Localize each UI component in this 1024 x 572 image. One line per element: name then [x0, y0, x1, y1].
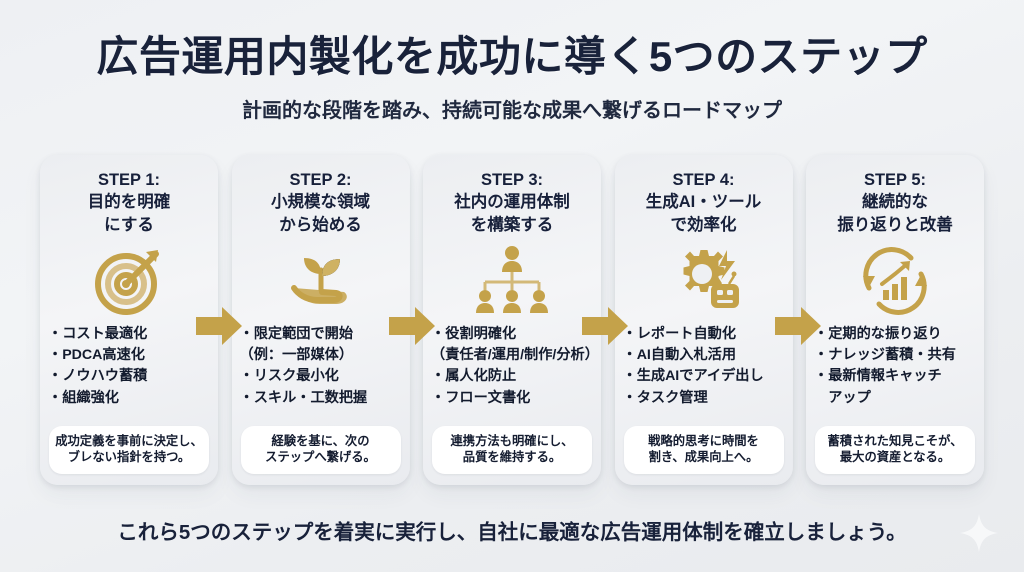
step-card-4[interactable]: STEP 4: 生成AI・ツール で効率化 ・レポート自動化 ・AI自動入札活用 [614, 155, 793, 485]
step-card-2[interactable]: STEP 2: 小規模な領域 から始める ・限定範団で開始 （例：一部媒体） ・… [231, 155, 410, 485]
org-chart-icon [469, 242, 555, 320]
list-item: ・属人化防止 [431, 368, 517, 385]
sprout-in-hand-icon [284, 242, 358, 320]
list-item: ・タスク管理 [622, 389, 708, 406]
page-title: 広告運用内製化を成功に導く5つのステップ [96, 33, 928, 80]
footer-caption: これら5つのステップを着実に実行し、自社に最適な広告運用体制を確立しましょう。 [117, 521, 907, 544]
arrow-step4-to-step5 [775, 306, 821, 346]
cycle-growth-icon [855, 242, 935, 320]
gear-robot-icon [661, 242, 747, 320]
step-card-3[interactable]: STEP 3: 社内の運用体制 を構築する ・役割明確化 （責任者/運用/制作/… [423, 155, 601, 485]
arrow-step2-to-step3 [389, 306, 435, 346]
list-item: ・役割明確化 （責任者/運用/制作/分析） [431, 325, 599, 364]
step-note-2: 経験を基に、次の ステップへ繋げる。 [240, 425, 401, 474]
list-item: ・生成AIでアイデ出し [622, 368, 764, 385]
step-note-3: 連携方法も明確にし、 品質を維持する。 [432, 425, 592, 474]
step-title-5: STEP 5: 継続的な 振り返りと改善 [837, 171, 953, 234]
list-item: ・限定範団で開始 （例：一部媒体） [239, 325, 354, 364]
arrow-step1-to-step2 [196, 306, 242, 346]
list-item: ・フロー文書化 [431, 389, 531, 406]
steps-row: STEP 1: 目的を明確 にする ・コスト最適化 ・PDCA高速化 ・ノウハウ… [40, 155, 984, 485]
list-item: ・最新情報キャッチ アップ [814, 368, 942, 406]
step-title-3: STEP 3: 社内の運用体制 を構築する [454, 171, 570, 234]
arrow-step3-to-step4 [582, 306, 628, 346]
page-subtitle: 計画的な段階を踏み、持続可能な成果へ繋げるロードマップ [242, 100, 782, 123]
step-note-1: 成功定義を事前に決定し、 ブレない指針を持つ。 [49, 425, 209, 474]
list-item: ・レポート自動化 [622, 325, 737, 342]
header: 広告運用内製化を成功に導く5つのステップ 計画的な段階を踏み、持続可能な成果へ繋… [0, 0, 1024, 123]
step-title-2: STEP 2: 小規模な領域 から始める [271, 171, 370, 234]
step-bullets-3: ・役割明確化 （責任者/運用/制作/分析） ・属人化防止 ・フロー文書化 [429, 324, 599, 409]
sparkle-icon [958, 512, 1000, 554]
list-item: ・定期的な振り返り [814, 325, 942, 342]
step-title-4: STEP 4: 生成AI・ツール で効率化 [645, 171, 762, 234]
step-bullets-1: ・コスト最適化 ・PDCA高速化 ・ノウハウ蓄積 ・組織強化 [46, 324, 212, 409]
list-item: ・ノウハウ蓄積 [48, 368, 148, 385]
list-item: ・スキル・工数把握 [239, 389, 368, 406]
step-note-4: 戦略的思考に時間を 割き、成果向上へ。 [623, 425, 784, 474]
list-item: ・AI自動入札活用 [622, 347, 737, 364]
list-item: ・コスト最適化 [48, 325, 148, 342]
step-card-1[interactable]: STEP 1: 目的を明確 にする ・コスト最適化 ・PDCA高速化 ・ノウハウ… [40, 155, 218, 485]
list-item: ・組織強化 [48, 389, 119, 406]
step-card-5[interactable]: STEP 5: 継続的な 振り返りと改善 ・定期的な振り返り ・ [806, 155, 984, 485]
target-icon [92, 242, 166, 320]
list-item: ・PDCA高速化 [48, 347, 145, 364]
step-bullets-2: ・限定範団で開始 （例：一部媒体） ・リスク最小化 ・スキル・工数把握 [238, 324, 404, 409]
step-bullets-5: ・定期的な振り返り ・ナレッジ蓄積・共有 ・最新情報キャッチ アップ [812, 324, 978, 409]
step-bullets-4: ・レポート自動化 ・AI自動入札活用 ・生成AIでアイデ出し ・タスク管理 [621, 324, 787, 409]
step-title-1: STEP 1: 目的を明確 にする [87, 171, 171, 234]
list-item: ・リスク最小化 [239, 368, 339, 385]
step-note-5: 蓄積された知見こそが、 最大の資産となる。 [815, 425, 975, 474]
list-item: ・ナレッジ蓄積・共有 [814, 347, 956, 364]
